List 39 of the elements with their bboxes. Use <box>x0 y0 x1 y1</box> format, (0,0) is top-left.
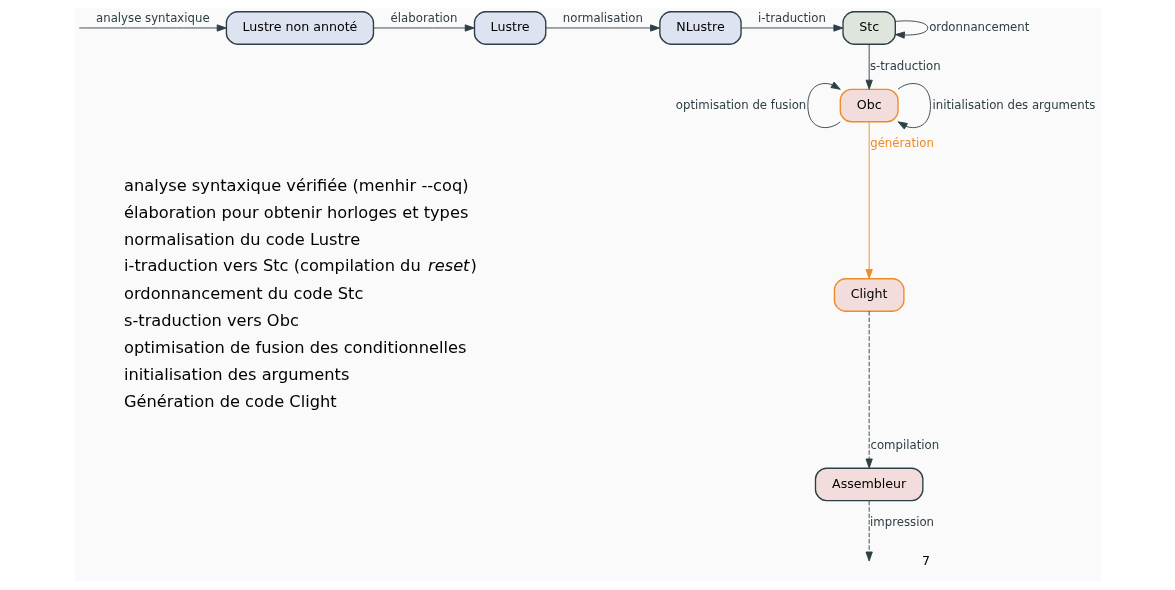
label: ordonnancement du code Stc <box>123 283 363 303</box>
label: normalisation du code Lustre <box>123 229 360 249</box>
label: s-traduction vers Obc <box>123 311 299 331</box>
node-box: NLustre <box>658 11 742 45</box>
edge-label: optimisation de fusion <box>675 97 806 112</box>
arrow <box>897 83 931 130</box>
edge-label: initialisation des arguments <box>932 97 1095 112</box>
node-box: Clight <box>833 278 905 312</box>
edge-label: génération <box>869 136 934 151</box>
edge-label: i-traduction <box>757 11 826 26</box>
arrow <box>865 500 873 562</box>
node-box: Lustre <box>473 11 546 45</box>
edge-label: analyse syntaxique <box>95 11 210 26</box>
label: optimisation de fusion des conditionnelles <box>123 338 466 358</box>
arrow <box>545 24 660 32</box>
edge-label: ordonnancement <box>928 20 1029 35</box>
node-box: Stc <box>841 11 896 45</box>
arrow <box>865 44 873 90</box>
arrow <box>865 121 873 279</box>
label: élaboration pour obtenir horloges et types <box>123 202 468 222</box>
arrow <box>865 310 873 469</box>
edge-label: s-traduction <box>869 58 941 73</box>
edge-label: compilation <box>869 437 939 452</box>
arrow <box>740 24 843 32</box>
arrow <box>894 20 928 39</box>
node-box: Obc <box>839 88 899 123</box>
edge-label: impression <box>869 515 934 530</box>
edge-label: normalisation <box>562 11 643 26</box>
edge-label: élaboration <box>390 11 457 26</box>
node-box: Assembleur <box>814 467 923 502</box>
label: i-traduction vers Stc (compilation du reset) <box>123 256 477 275</box>
arrow <box>806 81 841 128</box>
label: Génération de code Clight <box>123 392 337 412</box>
node-box: Lustre non annoté <box>225 11 374 45</box>
label: initialisation des arguments <box>123 365 349 385</box>
arrow <box>372 24 475 32</box>
label: 7 <box>921 553 930 569</box>
label: analyse syntaxique vérifiée (menhir --coq) <box>123 175 469 195</box>
arrow <box>78 24 227 32</box>
